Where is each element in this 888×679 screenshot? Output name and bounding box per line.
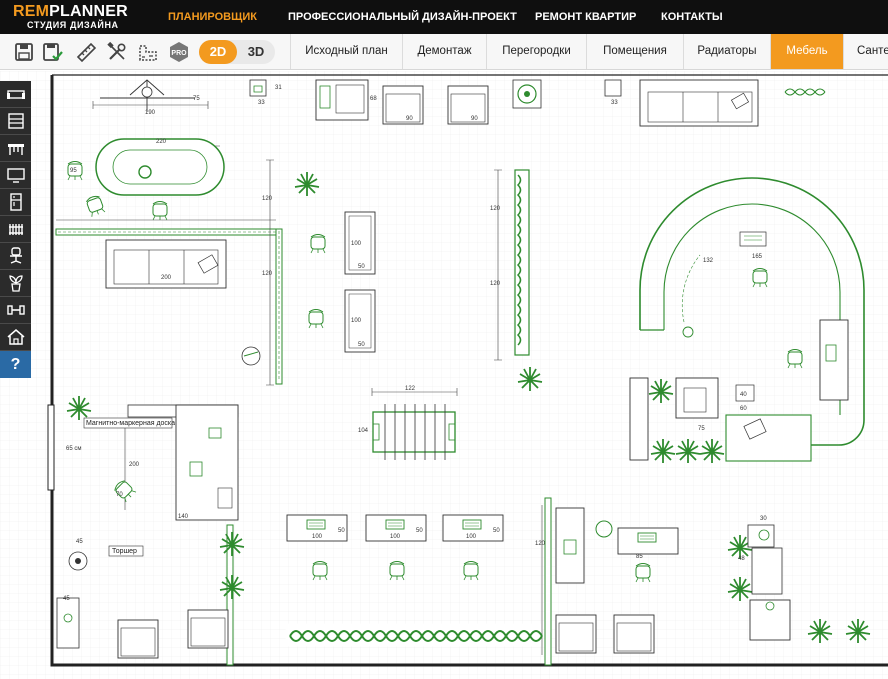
dim-label: 200 <box>129 462 140 468</box>
nav-planner[interactable]: ПЛАНИРОВЩИК <box>168 11 257 23</box>
category-table[interactable] <box>0 135 31 162</box>
tools-icon[interactable] <box>105 40 129 64</box>
sofa-icon <box>6 90 25 99</box>
dim-label: 132 <box>703 258 714 264</box>
dim-label: 100 <box>351 241 362 247</box>
nav-apartment-renovation[interactable]: РЕМОНТ КВАРТИР <box>535 11 637 23</box>
help-button[interactable]: ? <box>0 351 31 378</box>
tab-radiators[interactable]: Радиаторы <box>684 34 771 69</box>
nav-contacts[interactable]: КОНТАКТЫ <box>661 11 723 23</box>
dim-label: 75 <box>193 96 200 102</box>
dim-label: 75 <box>698 426 705 432</box>
mode-3d-button[interactable]: 3D <box>247 44 265 59</box>
category-sofa[interactable] <box>0 81 31 108</box>
ruler-icon[interactable] <box>74 40 98 64</box>
home-icon <box>7 329 24 345</box>
dim-label: 68 <box>370 96 377 102</box>
dim-label: 95 <box>70 168 77 174</box>
dim-label: 31 <box>275 85 282 91</box>
tab-plumbing[interactable]: Сантехника <box>857 45 888 57</box>
radiator-icon <box>8 224 23 235</box>
category-radiator[interactable] <box>0 216 31 243</box>
dim-label: 40 <box>740 392 747 398</box>
category-gym[interactable] <box>0 297 31 324</box>
mode-2d-button[interactable]: 2D <box>199 40 237 64</box>
save-icon[interactable] <box>12 40 36 64</box>
furniture-category-sidebar: ? <box>0 81 31 378</box>
dim-label: 100 <box>312 534 323 540</box>
category-tv[interactable] <box>0 162 31 189</box>
nav-design-project[interactable]: ПРОФЕССИОНАЛЬНЫЙ ДИЗАЙН-ПРОЕКТ <box>288 11 517 23</box>
dim-label: 50 <box>358 264 365 270</box>
dim-label: 120 <box>490 206 501 212</box>
view-mode-toggle: 2D 3D <box>199 40 275 64</box>
dim-label: 100 <box>351 318 362 324</box>
pro-badge-text: PRO <box>171 50 187 57</box>
dim-label: 90 <box>471 116 478 122</box>
dim-label: 70 <box>116 492 123 498</box>
dim-label: 100 <box>390 534 401 540</box>
dim-label: 120 <box>262 196 273 202</box>
top-navigation-bar: REMPLANNER СТУДИЯ ДИЗАЙНА ПЛАНИРОВЩИК ПР… <box>0 0 888 34</box>
category-home[interactable] <box>0 324 31 351</box>
tv-icon <box>6 168 25 183</box>
dim-label: 65 см <box>66 446 81 452</box>
category-fridge[interactable] <box>0 189 31 216</box>
tab-rooms[interactable]: Помещения <box>587 34 684 69</box>
dim-label: 45 <box>63 596 70 602</box>
tab-furniture[interactable]: Мебель <box>771 34 844 69</box>
dim-label: 104 <box>358 428 369 434</box>
save-as-check-icon[interactable] <box>41 40 65 64</box>
dim-label: 90 <box>406 116 413 122</box>
floor-plan-drawing[interactable]: Магнитно-маркерная доска Торшер 33 3 <box>0 71 888 679</box>
wardrobe-icon <box>7 113 24 129</box>
office-chair-icon <box>9 247 22 264</box>
dim-label: 33 <box>258 100 265 106</box>
category-plant[interactable] <box>0 270 31 297</box>
dim-label: 122 <box>405 386 416 392</box>
dim-label: 50 <box>493 528 500 534</box>
category-office-chair[interactable] <box>0 243 31 270</box>
floor-plan-canvas[interactable]: Магнитно-маркерная доска Торшер 33 3 <box>0 71 888 679</box>
editor-toolbar: PRO 2D 3D Исходный план Демонтаж Перегор… <box>0 34 888 70</box>
dim-label: 200 <box>161 275 172 281</box>
dim-label: 45 <box>76 539 83 545</box>
dim-label: 100 <box>466 534 477 540</box>
pro-icon[interactable]: PRO <box>167 40 191 64</box>
remplanner-logo[interactable]: REMPLANNER СТУДИЯ ДИЗАЙНА <box>13 3 131 30</box>
plant-icon <box>8 275 23 292</box>
tab-partitions[interactable]: Перегородки <box>487 34 587 69</box>
dim-label: 120 <box>535 541 546 547</box>
dim-label: 140 <box>178 514 189 520</box>
dim-label: 50 <box>416 528 423 534</box>
dim-label: 120 <box>490 281 501 287</box>
dim-label: 120 <box>262 271 273 277</box>
dim-label: 30 <box>760 516 767 522</box>
dim-label: 50 <box>338 528 345 534</box>
logo-subtitle: СТУДИЯ ДИЗАЙНА <box>27 20 119 30</box>
fridge-icon <box>9 193 22 211</box>
logo-title: REMPLANNER <box>13 3 128 20</box>
dim-label: 190 <box>145 110 156 116</box>
dim-label: 33 <box>611 100 618 106</box>
dim-label: 48 <box>738 556 745 562</box>
dim-label: 165 <box>752 254 763 260</box>
dumbbell-icon <box>6 305 25 315</box>
tab-demolition[interactable]: Демонтаж <box>403 34 487 69</box>
blueprint-icon[interactable] <box>136 40 160 64</box>
dim-label: 60 <box>740 406 747 412</box>
category-wardrobe[interactable] <box>0 108 31 135</box>
whiteboard-callout: Магнитно-маркерная доска <box>86 420 175 427</box>
dim-label: 85 <box>636 554 643 560</box>
tab-initial-plan[interactable]: Исходный план <box>290 34 403 69</box>
floor-lamp-callout: Торшер <box>112 548 137 555</box>
dim-label: 50 <box>358 342 365 348</box>
table-icon <box>7 144 24 155</box>
dim-label: 220 <box>156 139 167 145</box>
